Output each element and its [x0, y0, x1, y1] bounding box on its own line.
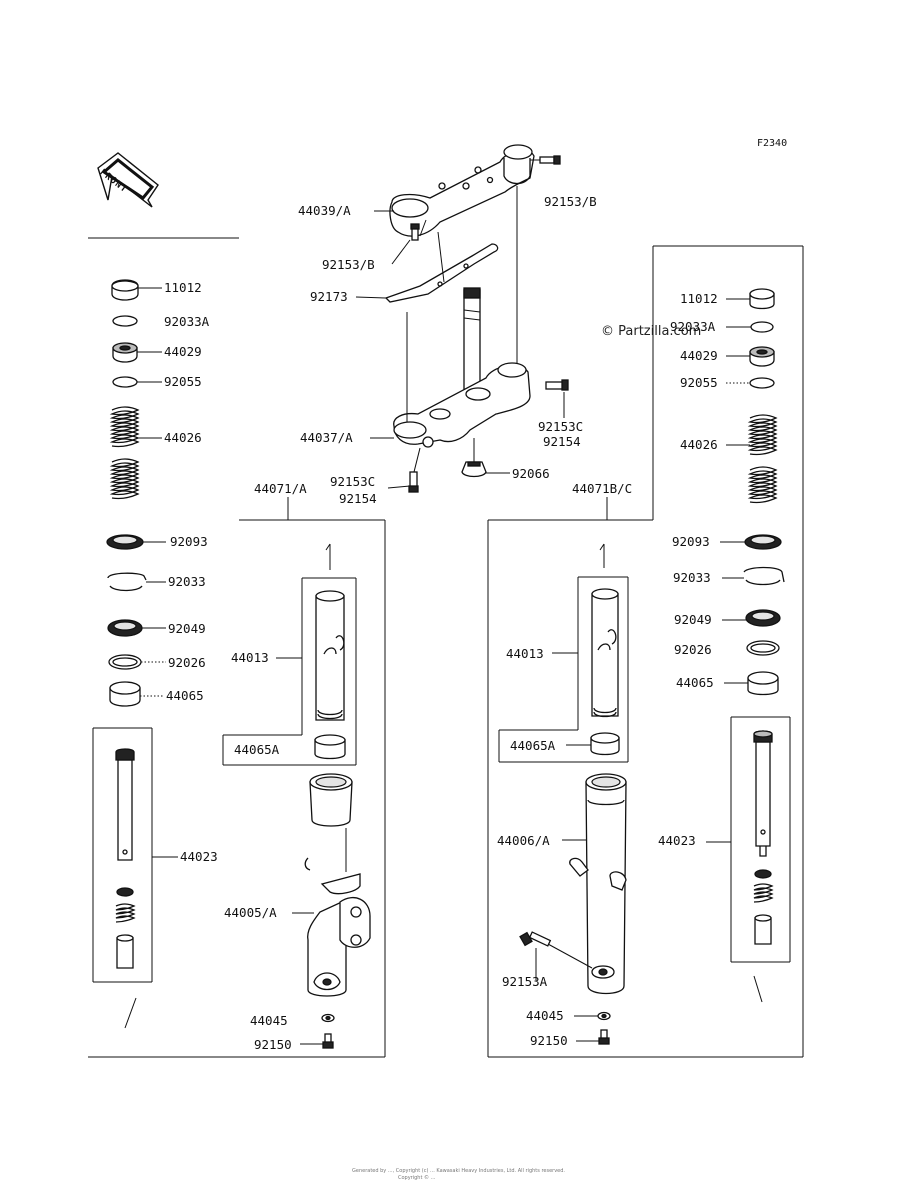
part-label: 11012 — [164, 280, 202, 295]
part-label: 92033A — [670, 319, 716, 334]
part-label: 44065 — [676, 675, 714, 690]
part-label: 92154 — [339, 491, 377, 506]
part-label: 92173 — [310, 289, 348, 304]
part-label: 92153A — [502, 974, 548, 989]
part-label: 44026 — [680, 437, 718, 452]
part-label: 92033 — [673, 570, 711, 585]
part-label: 92055 — [164, 374, 202, 389]
part-label: 44005/A — [224, 905, 277, 920]
part-label: 92026 — [674, 642, 712, 657]
part-label: 44037/A — [300, 430, 353, 445]
lower-bracket — [393, 362, 569, 448]
footer-line-1: Generated by ..., Copyright (c) ... Kawa… — [352, 1168, 566, 1174]
part-label: 92153C — [330, 474, 376, 489]
part-label: 44023 — [180, 849, 218, 864]
part-label: 92066 — [512, 466, 550, 481]
part-label: 11012 — [680, 291, 718, 306]
part-label: 44013 — [231, 650, 269, 665]
part-label: 44071B/C — [572, 481, 633, 496]
part-label: 44029 — [164, 344, 202, 359]
fork-spring-right — [747, 414, 778, 504]
diagram-code: F2340 — [757, 138, 788, 149]
outer-tube-left — [304, 773, 371, 997]
part-label: 44026 — [164, 430, 202, 445]
part-label: 92033 — [168, 574, 206, 589]
part-label: 92150 — [254, 1037, 292, 1052]
outer-tube-right — [569, 773, 627, 995]
part-label: 92153C — [538, 419, 584, 434]
part-label: 44065A — [510, 738, 556, 753]
part-label: 92093 — [672, 534, 710, 549]
part-label: 44006/A — [497, 833, 550, 848]
part-label: 92049 — [168, 621, 206, 636]
part-label: 44045 — [250, 1013, 288, 1028]
part-label: 44039/A — [298, 203, 351, 218]
part-label: 44065A — [234, 742, 280, 757]
part-label: 92026 — [168, 655, 206, 670]
part-label: 44071/A — [254, 481, 307, 496]
fork-spring-left — [109, 406, 140, 500]
front-arrow-icon — [97, 152, 159, 208]
part-label: 92153/B — [322, 257, 375, 272]
footer-line-2: Copyright © ... — [398, 1175, 436, 1181]
part-label: 92033A — [164, 314, 210, 329]
part-label: 44023 — [658, 833, 696, 848]
part-label: 92150 — [530, 1033, 568, 1048]
part-label: 44029 — [680, 348, 718, 363]
part-label: 92154 — [543, 434, 581, 449]
part-label: 92049 — [674, 612, 712, 627]
part-label: 92055 — [680, 375, 718, 390]
part-label: 92093 — [170, 534, 208, 549]
part-label: 44065 — [166, 688, 204, 703]
watermark: © Partzilla.com — [601, 324, 702, 339]
part-label: 44045 — [526, 1008, 564, 1023]
part-label: 92153/B — [544, 194, 597, 209]
upper-bracket — [389, 144, 561, 237]
part-label: 44013 — [506, 646, 544, 661]
